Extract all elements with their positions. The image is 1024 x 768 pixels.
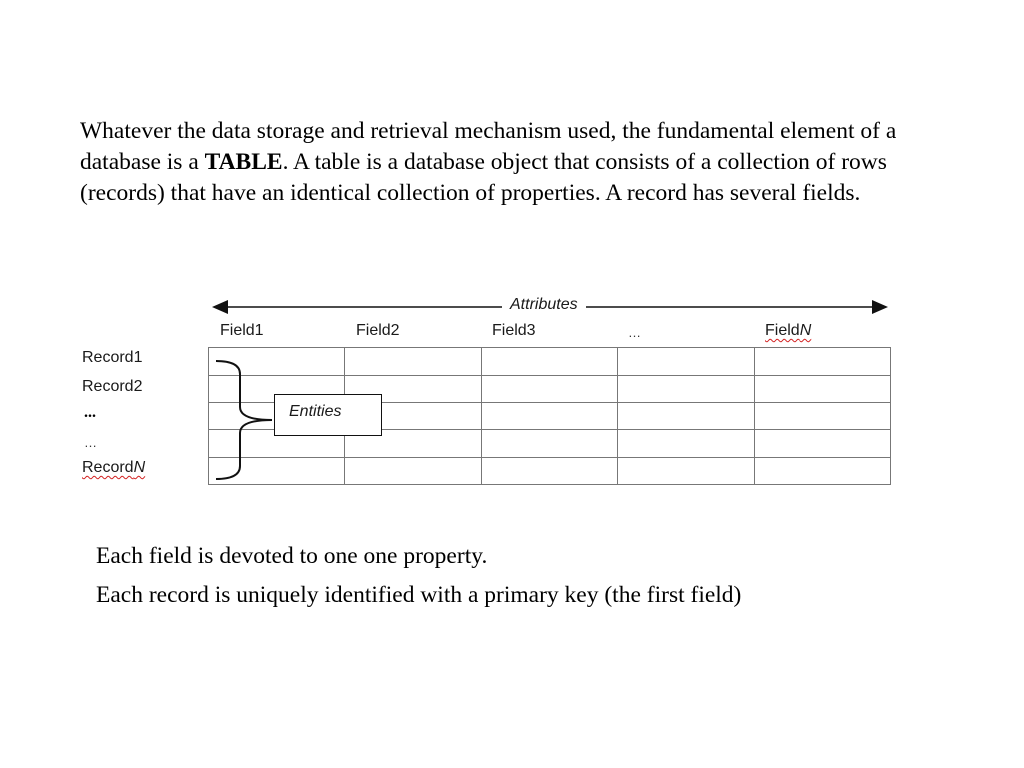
field-header-n-prefix: Field [765,322,800,339]
intro-paragraph: Whatever the data storage and retrieval … [80,116,940,209]
field-header-2: Field2 [356,322,400,339]
record-label-ellipsis: … [84,435,97,450]
note-record: Each record is uniquely identified with … [96,582,742,608]
intro-text-end: . A table is a database object that cons… [80,149,887,206]
curly-brace [215,360,273,480]
record-label-ellipsis-bold: ... [84,404,96,421]
field-header-3: Field3 [492,322,536,339]
record-label-2: Record2 [82,378,143,395]
field-header-n: FieldN [765,322,811,340]
record-label-n-prefix: Record [82,459,134,476]
field-header-1: Field1 [220,322,264,339]
field-header-n-suffix: N [799,322,812,339]
entities-box: Entities [274,394,382,436]
record-label-n: RecordN [82,459,145,477]
field-header-ellipsis: … [628,325,641,340]
record-label-1: Record1 [82,349,143,366]
note-field: Each field is devoted to one one propert… [96,543,488,569]
intro-text-start: Whatever the data storage and retrieval … [80,118,897,175]
record-label-n-suffix: N [133,459,146,476]
intro-bold-term: TABLE [204,149,283,175]
attributes-label: Attributes [502,296,586,314]
